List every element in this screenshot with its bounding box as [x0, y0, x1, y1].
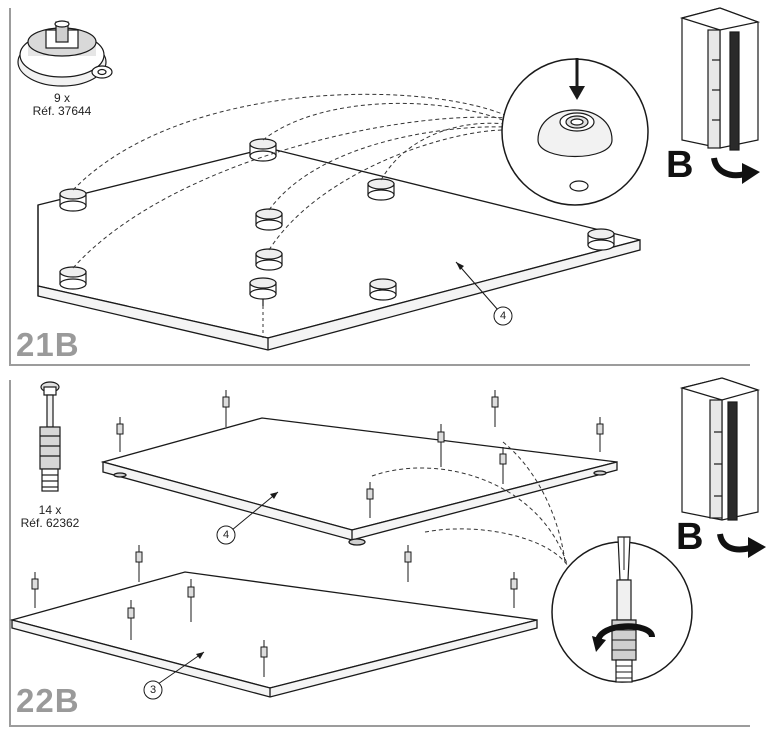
step-label: 21B	[16, 326, 80, 363]
guide-arcs	[371, 441, 569, 567]
callout-letter: B	[666, 144, 694, 186]
part-info: 14 x Réf. 62362	[14, 504, 86, 530]
foot-glide	[59, 266, 87, 290]
guide-arcs	[72, 93, 506, 269]
part-quantity: 14 x	[38, 503, 62, 517]
foot-glide	[59, 188, 87, 212]
dowel	[260, 640, 268, 677]
step-21b-panel: 9 x Réf. 37644 4 21B B	[0, 0, 761, 366]
foot-glide	[249, 138, 277, 162]
dowel	[404, 545, 412, 582]
screwdriver-icon	[611, 536, 637, 683]
dowel	[31, 572, 39, 608]
dowel	[135, 545, 143, 582]
dowel	[187, 579, 195, 622]
foot-glide-icon	[17, 20, 113, 87]
step-22b-panel: 14 x Réf. 62362 4 3 22B B	[0, 372, 766, 732]
step-21b-drawing	[9, 7, 761, 366]
lower-board-number: 3	[149, 684, 157, 696]
part-reference: Réf. 62362	[20, 516, 80, 530]
foot-glide	[587, 228, 615, 251]
dowels-lower	[31, 545, 518, 677]
dowel-screw-icon	[39, 381, 61, 492]
corner-cabinet-icon	[679, 377, 761, 521]
lower-board-3	[9, 571, 538, 698]
board-number-callout	[455, 261, 513, 326]
dowel	[510, 572, 518, 608]
dowel	[491, 390, 499, 427]
dowel	[366, 482, 374, 518]
foot-glides-on-board	[59, 138, 615, 306]
callout-letter: B	[676, 516, 704, 558]
dowel	[437, 424, 445, 467]
dowel	[116, 417, 124, 452]
upper-board-number: 4	[222, 529, 230, 541]
magnified-view-dowel	[551, 536, 693, 683]
dowel	[499, 447, 507, 484]
panel-frame	[9, 8, 750, 366]
foot-glide	[255, 248, 283, 271]
part-reference: Réf. 37644	[32, 104, 92, 118]
arrow-curved-icon	[711, 157, 760, 184]
foot-glide	[369, 278, 397, 301]
foot-glide-lifted	[249, 277, 277, 306]
corner-cabinet-icon	[679, 7, 761, 151]
foot-glide	[255, 208, 283, 231]
magnified-view-foot	[501, 58, 649, 206]
upper-board-4	[100, 417, 618, 546]
panel-frame	[9, 380, 750, 727]
arrow-curved-icon	[717, 533, 766, 558]
step-label: 22B	[16, 682, 80, 719]
dowel	[222, 390, 230, 427]
board-4	[37, 147, 641, 351]
foot-glide	[367, 178, 395, 201]
part-info: 9 x Réf. 37644	[22, 92, 102, 118]
step-22b-drawing	[9, 377, 766, 727]
dowel	[127, 600, 135, 640]
board-number: 4	[499, 310, 507, 322]
dowel	[596, 417, 604, 452]
board-number-callouts	[143, 491, 279, 700]
dowels-upper	[116, 390, 604, 518]
part-quantity: 9 x	[53, 91, 70, 105]
